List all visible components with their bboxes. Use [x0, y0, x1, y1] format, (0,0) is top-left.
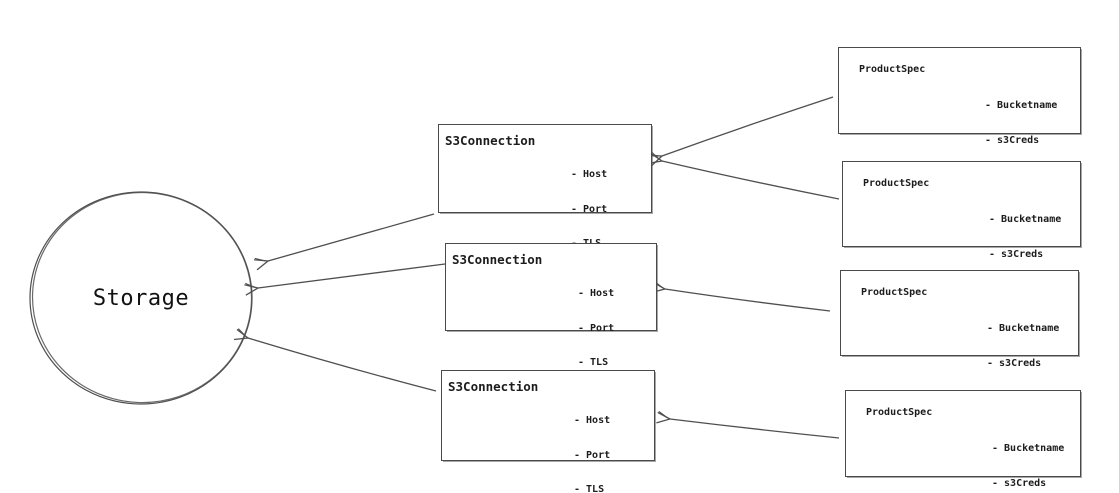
product-spec-node-3[interactable]: ProductSpec - Bucketname - s3Creds [840, 270, 1079, 369]
node-attributes: - Bucketname - s3Creds [989, 191, 1061, 283]
edge-s3-connection-2-to-storage[interactable] [244, 263, 446, 296]
s3-connection-node-2[interactable]: S3Connection - Host - Port - TLS [445, 243, 657, 368]
node-attribute: - Bucketname [985, 100, 1058, 111]
product-spec-node-4[interactable]: ProductSpec - Bucketname - s3Creds [845, 390, 1081, 489]
node-attributes: - Bucketname - s3Creds [987, 300, 1059, 392]
node-attribute: - Bucketname [987, 323, 1060, 334]
node-attributes: - Bucketname - s3Creds [992, 420, 1064, 493]
node-attribute: - Host [571, 169, 608, 180]
node-attributes: - Bucketname - s3Creds [985, 77, 1057, 169]
node-attribute: - s3Creds [992, 477, 1047, 489]
edge-product-spec-4-to-s3-connection-3[interactable] [656, 410, 840, 439]
node-attribute: - TLS [578, 357, 609, 368]
storage-node-label: Storage [92, 286, 190, 311]
edge-product-spec-3-to-s3-connection-2[interactable] [651, 280, 831, 312]
node-attribute: - TLS [574, 484, 605, 493]
product-spec-node-2[interactable]: ProductSpec - Bucketname - s3Creds [842, 161, 1081, 260]
node-attribute: - Bucketname [992, 443, 1065, 454]
product-spec-node-1[interactable]: ProductSpec - Bucketname - s3Creds [838, 47, 1081, 146]
edge-product-spec-1-to-s3-connection-1[interactable] [648, 96, 834, 167]
node-title: S3Connection [448, 379, 539, 394]
node-attributes: - Host - Port - TLS [578, 265, 614, 392]
node-attribute: - s3Creds [987, 357, 1042, 369]
node-title: S3Connection [445, 133, 536, 148]
node-attribute: - Port [574, 449, 611, 461]
s3-connection-node-3[interactable]: S3Connection - Host - Port - TLS [441, 370, 655, 493]
node-title: ProductSpec [863, 178, 930, 189]
storage-node[interactable] [28, 188, 256, 407]
s3-connection-node-1[interactable]: S3Connection - Host - Port - TLS [438, 124, 652, 249]
node-attributes: - Host - Port - TLS [574, 392, 610, 493]
node-title: ProductSpec [866, 407, 933, 418]
node-attribute: - Host [574, 415, 611, 426]
node-title: ProductSpec [861, 287, 928, 298]
node-attribute: - Port [578, 322, 615, 334]
node-title: ProductSpec [859, 64, 926, 75]
node-title: S3Connection [452, 252, 543, 267]
node-attribute: - Host [578, 288, 615, 299]
edge-s3-connection-3-to-storage[interactable] [233, 328, 437, 392]
edge-product-spec-2-to-s3-connection-1[interactable] [647, 151, 840, 200]
node-attribute: - s3Creds [985, 134, 1040, 146]
edge-s3-connection-1-to-storage[interactable] [254, 213, 435, 271]
node-attribute: - Bucketname [989, 214, 1062, 225]
node-attribute: - Port [571, 203, 608, 215]
node-attribute: - s3Creds [989, 248, 1044, 260]
